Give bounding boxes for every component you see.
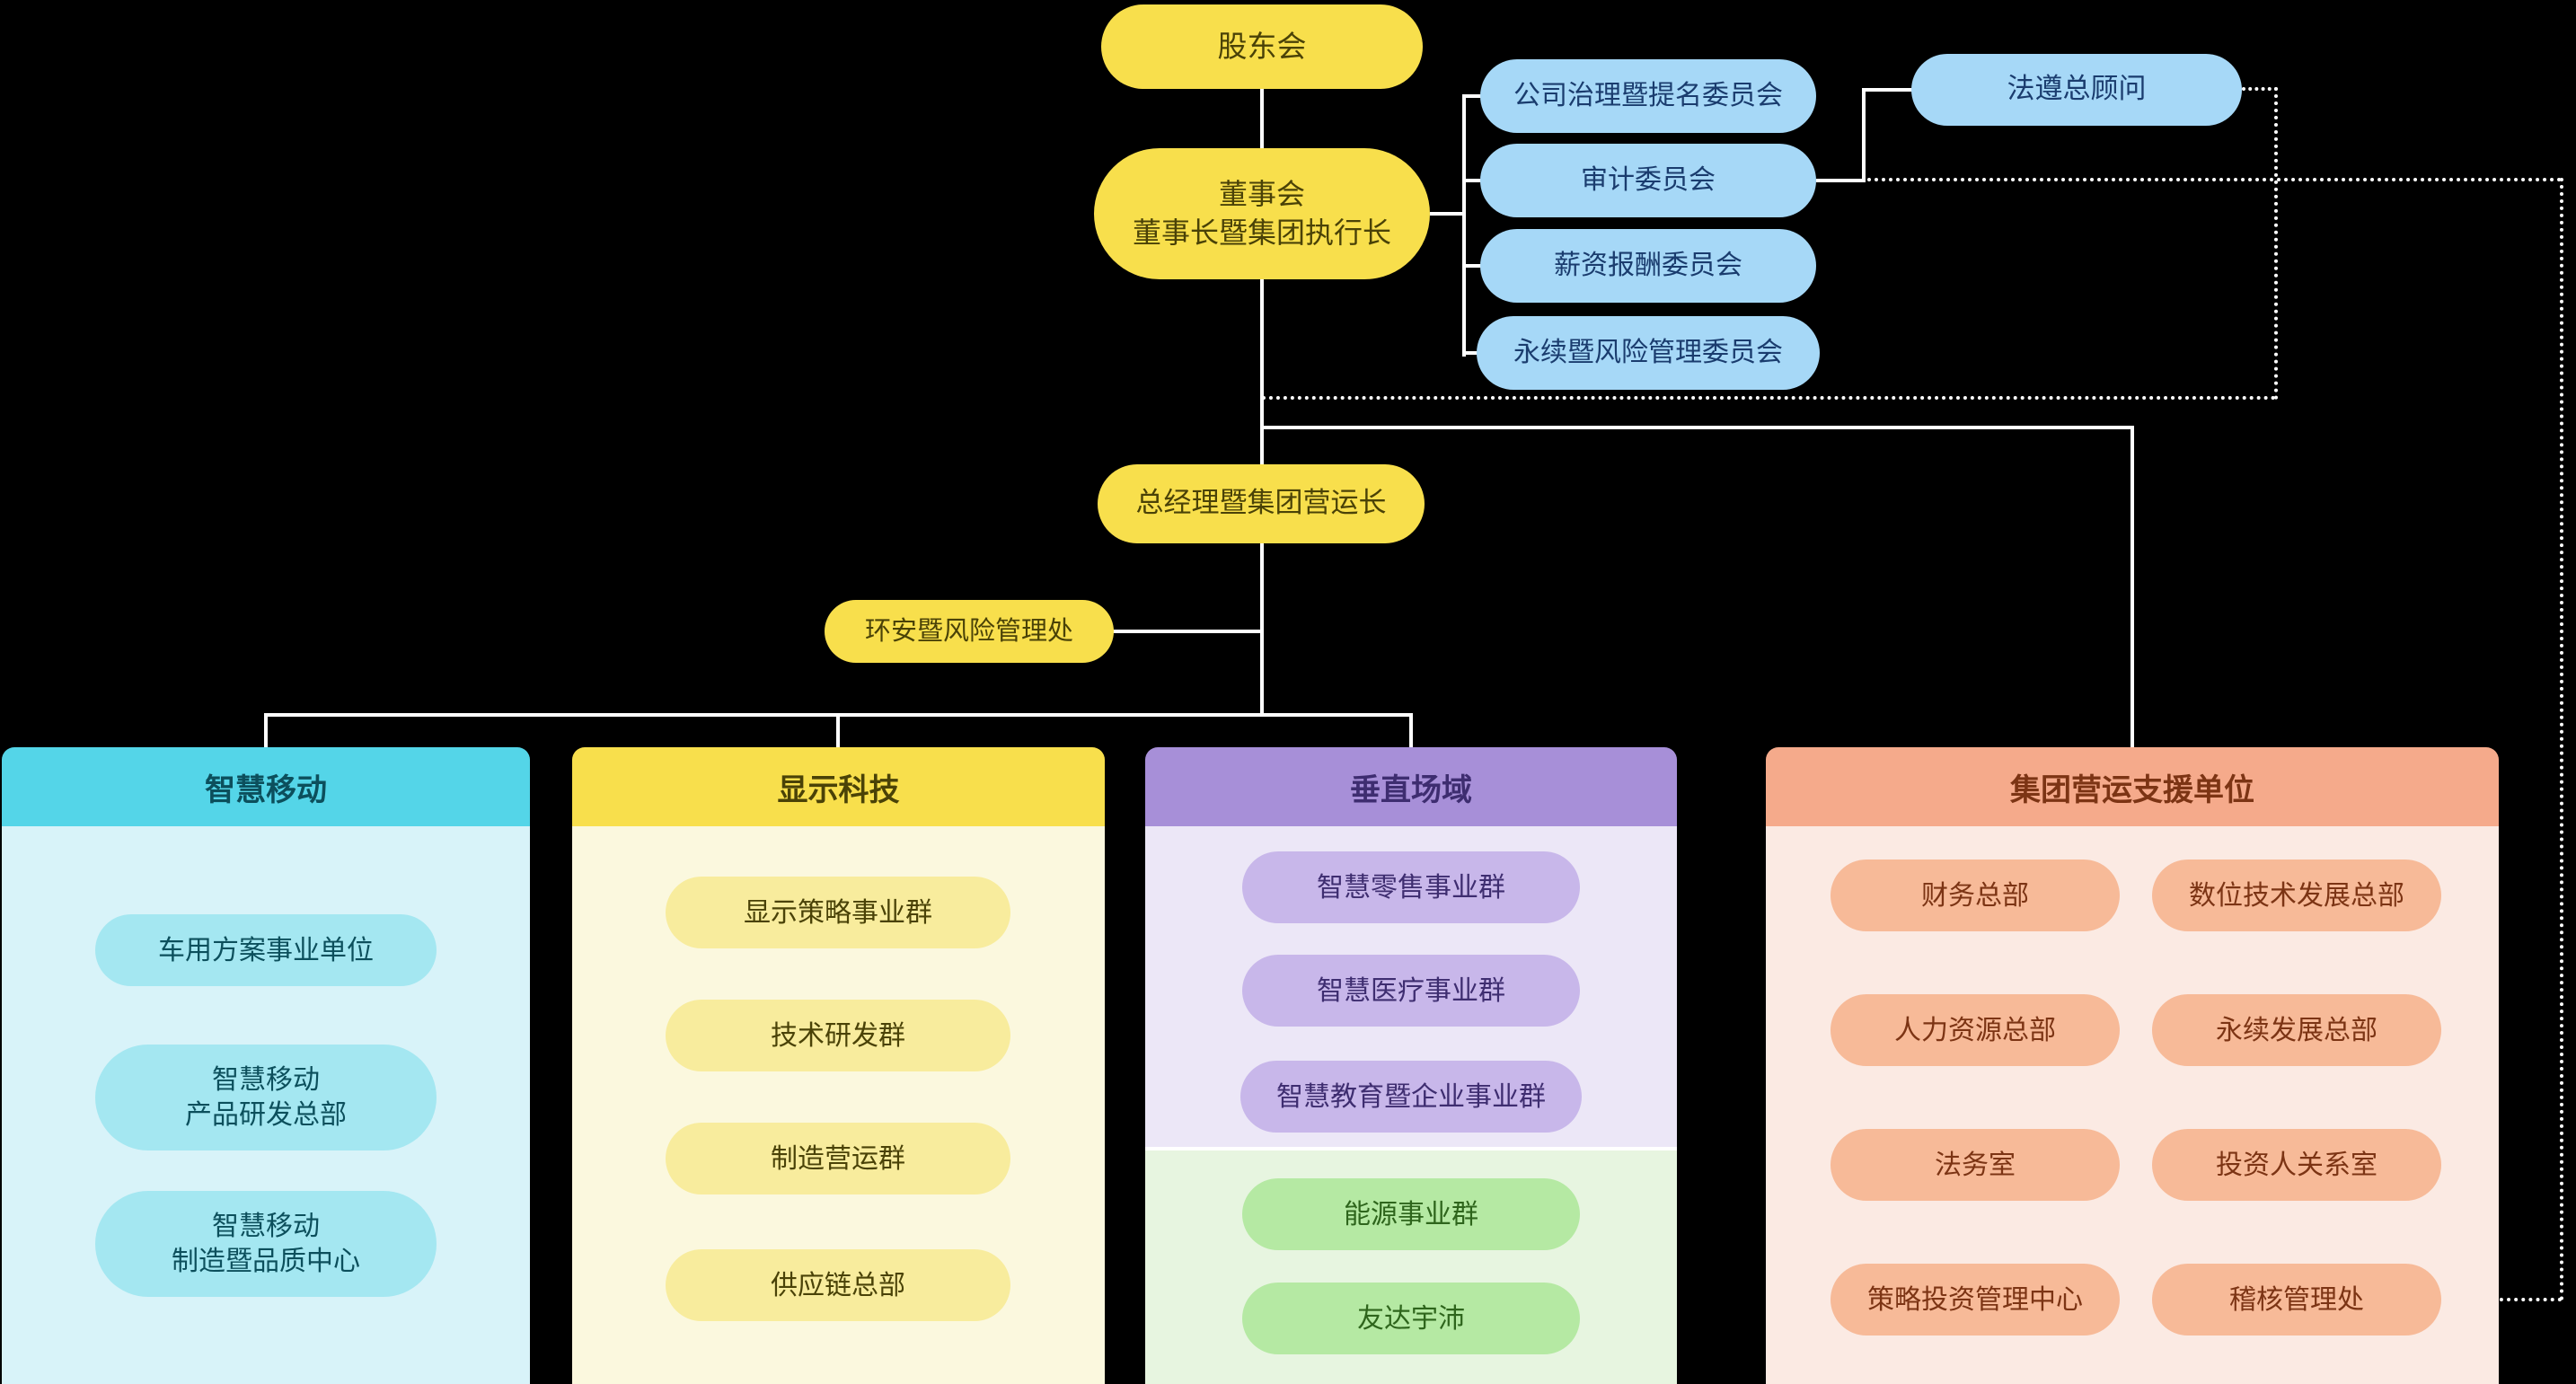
org-unit-pill: 友达宇沛 xyxy=(1242,1283,1580,1354)
committee-governance-nomination: 公司治理暨提名委员会 xyxy=(1480,59,1816,133)
connector-support-branch-v xyxy=(2130,426,2134,749)
org-unit-pill: 智慧移动 产品研发总部 xyxy=(95,1045,437,1150)
node-board-line1: 董事会 xyxy=(1218,176,1305,211)
org-unit-label: 产品研发总部 xyxy=(185,1099,347,1131)
division-display-technology: 显示科技 显示策略事业群 技术研发群 制造营运群 供应链总部 xyxy=(572,747,1105,1384)
dotted-compliance-down xyxy=(2274,87,2278,400)
division-vertical-solutions-title: 垂直场域 xyxy=(1145,747,1677,826)
dotted-compliance-board-link xyxy=(1262,396,2276,400)
org-unit-pill: 永续发展总部 xyxy=(2152,994,2441,1066)
org-unit-pill: 能源事业群 xyxy=(1242,1178,1580,1250)
org-unit-pill: 智慧医疗事业群 xyxy=(1242,955,1580,1027)
node-ehs-risk-management: 环安暨风险管理处 xyxy=(825,600,1114,663)
node-board-line2: 董事长暨集团执行长 xyxy=(1132,216,1391,250)
node-shareholders: 股东会 xyxy=(1101,4,1423,89)
org-unit-pill: 稽核管理处 xyxy=(2152,1264,2441,1336)
dotted-compliance-right xyxy=(2242,87,2278,91)
connector-audit-compliance-h1 xyxy=(1816,179,1866,182)
connector-coo-distribution xyxy=(1260,542,1264,717)
connector-committee-stub-1 xyxy=(1462,94,1482,98)
org-unit-pill: 数位技术发展总部 xyxy=(2152,859,2441,931)
connector-committee-stub-2 xyxy=(1462,179,1482,182)
division-vertical-solutions: 垂直场域 智慧零售事业群 智慧医疗事业群 智慧教育暨企业事业群 能源事业群 友达… xyxy=(1145,747,1677,1384)
org-unit-pill: 财务总部 xyxy=(1831,859,2120,931)
division-display-technology-title: 显示科技 xyxy=(572,747,1105,826)
org-unit-pill: 策略投资管理中心 xyxy=(1831,1264,2120,1336)
org-unit-label: 制造暨品质中心 xyxy=(172,1246,360,1277)
connector-support-branch-h xyxy=(1260,426,2134,429)
org-unit-label: 智慧移动 xyxy=(212,1064,320,1096)
committee-sustainability-risk: 永续暨风险管理委员会 xyxy=(1477,316,1820,390)
connector-committee-stub-4 xyxy=(1462,351,1482,355)
connector-committee-stub-3 xyxy=(1462,264,1482,268)
org-unit-pill: 制造营运群 xyxy=(666,1123,1010,1194)
division-group-support: 集团营运支援单位 财务总部 数位技术发展总部 人力资源总部 永续发展总部 法务室… xyxy=(1766,747,2499,1384)
connector-board-coo xyxy=(1260,279,1264,466)
org-unit-pill: 车用方案事业单位 xyxy=(95,914,437,986)
connector-ehs xyxy=(1112,630,1262,633)
dotted-right-edge xyxy=(2560,178,2563,1301)
org-unit-pill: 技术研发群 xyxy=(666,1000,1010,1071)
org-unit-pill: 投资人关系室 xyxy=(2152,1129,2441,1201)
committee-compensation: 薪资报酬委员会 xyxy=(1480,229,1816,303)
node-president-coo: 总经理暨集团营运长 xyxy=(1098,464,1425,543)
division-divider xyxy=(1145,1147,1677,1150)
org-unit-pill: 法务室 xyxy=(1831,1129,2120,1201)
node-board: 董事会 董事长暨集团执行长 xyxy=(1094,148,1430,279)
connector-division-2-stub xyxy=(836,713,840,749)
org-unit-pill: 智慧教育暨企业事业群 xyxy=(1240,1061,1582,1133)
division-group-support-title: 集团营运支援单位 xyxy=(1766,747,2499,826)
connector-committee-bracket xyxy=(1462,94,1466,357)
node-chief-compliance-counsel: 法遵总顾问 xyxy=(1911,54,2242,126)
committee-audit: 审计委员会 xyxy=(1480,144,1816,217)
connector-audit-compliance-h2 xyxy=(1862,88,1913,92)
connector-division-1-stub xyxy=(264,713,268,749)
org-unit-pill: 智慧移动 制造暨品质中心 xyxy=(95,1191,437,1297)
division-smart-mobility-title: 智慧移动 xyxy=(2,747,530,826)
division-smart-mobility: 智慧移动 车用方案事业单位 智慧移动 产品研发总部 智慧移动 制造暨品质中心 xyxy=(2,747,530,1384)
connector-division-3-stub xyxy=(1409,713,1413,749)
connector-audit-compliance-v xyxy=(1862,88,1866,182)
org-unit-pill: 人力资源总部 xyxy=(1831,994,2120,1066)
org-unit-pill: 显示策略事业群 xyxy=(666,877,1010,948)
org-unit-label: 智慧移动 xyxy=(212,1211,320,1242)
org-unit-pill: 智慧零售事业群 xyxy=(1242,851,1580,923)
dotted-audit-right xyxy=(1867,178,2562,181)
connector-shareholders-board xyxy=(1260,89,1264,150)
dotted-audit-office-link xyxy=(2441,1298,2562,1301)
connector-board-bracket xyxy=(1430,212,1466,216)
org-unit-pill: 供应链总部 xyxy=(666,1249,1010,1321)
